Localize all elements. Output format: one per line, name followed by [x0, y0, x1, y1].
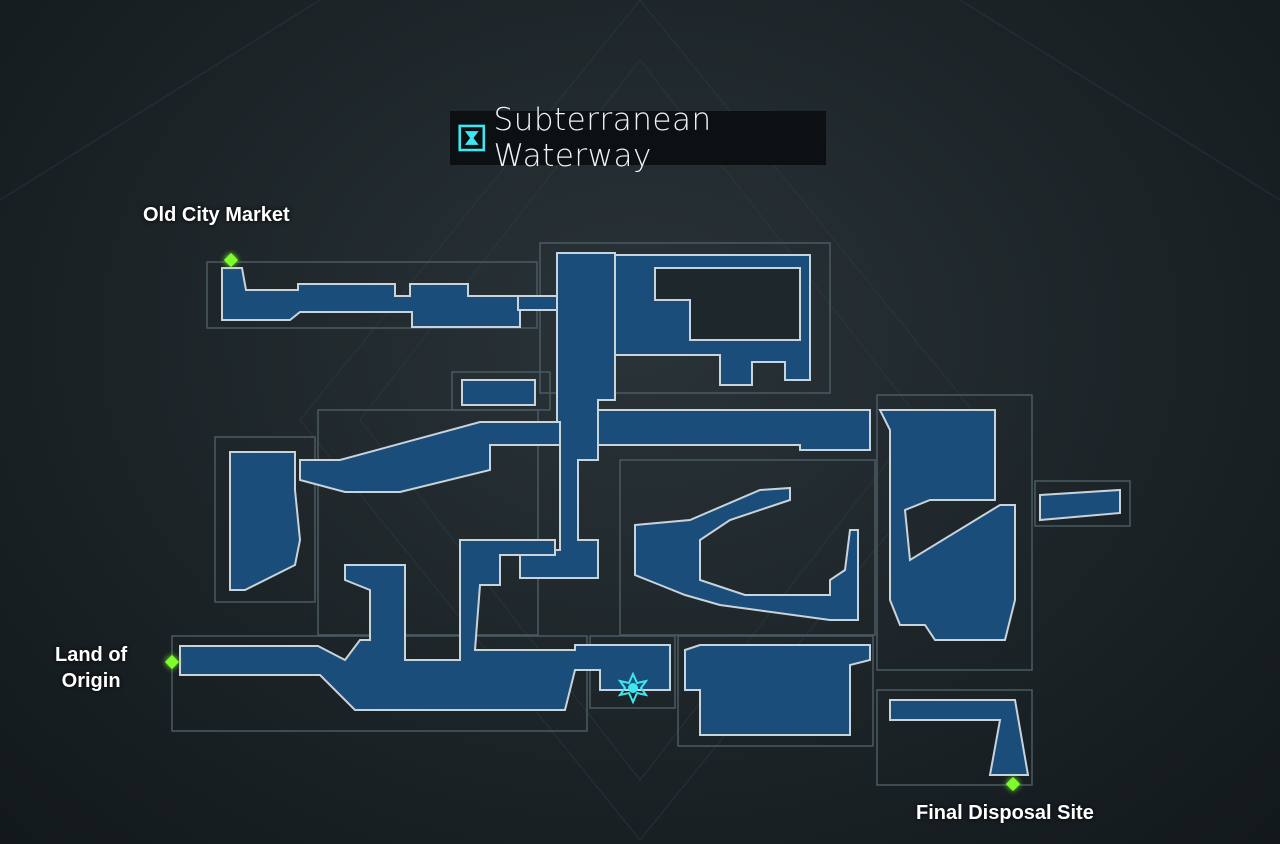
area-emblem-icon: [458, 124, 486, 152]
room-west: [229, 451, 302, 591]
alcove-north: [461, 379, 536, 406]
corridor-middle-east: [597, 409, 871, 451]
corridor-connector: [517, 295, 559, 311]
exit-label-land-of-origin: Land of Origin: [55, 642, 127, 694]
corridor-central-shaft: [519, 252, 616, 579]
room-north-cutout: [654, 267, 801, 341]
area-title-banner: Subterranean Waterway: [450, 102, 826, 174]
corridor-far-east: [1039, 488, 1121, 522]
exit-label-final-disposal-site: Final Disposal Site: [916, 802, 1094, 824]
region-east: [878, 409, 1016, 641]
area-title: Subterranean Waterway: [493, 102, 712, 174]
corridor-south: [179, 539, 671, 711]
water-corridors: [179, 252, 1121, 776]
exit-label-line2: Origin: [61, 670, 121, 692]
corridor-inner-ring: [634, 486, 859, 621]
corridor-middle-west: [299, 421, 561, 493]
exit-label-old-city-market: Old City Market: [143, 204, 290, 226]
corridor-northwest: [221, 267, 521, 328]
corridor-final: [889, 699, 1030, 776]
exit-label-line1: Land of: [55, 644, 128, 666]
room-southeast: [684, 644, 871, 736]
save-point-icon[interactable]: [617, 671, 649, 705]
